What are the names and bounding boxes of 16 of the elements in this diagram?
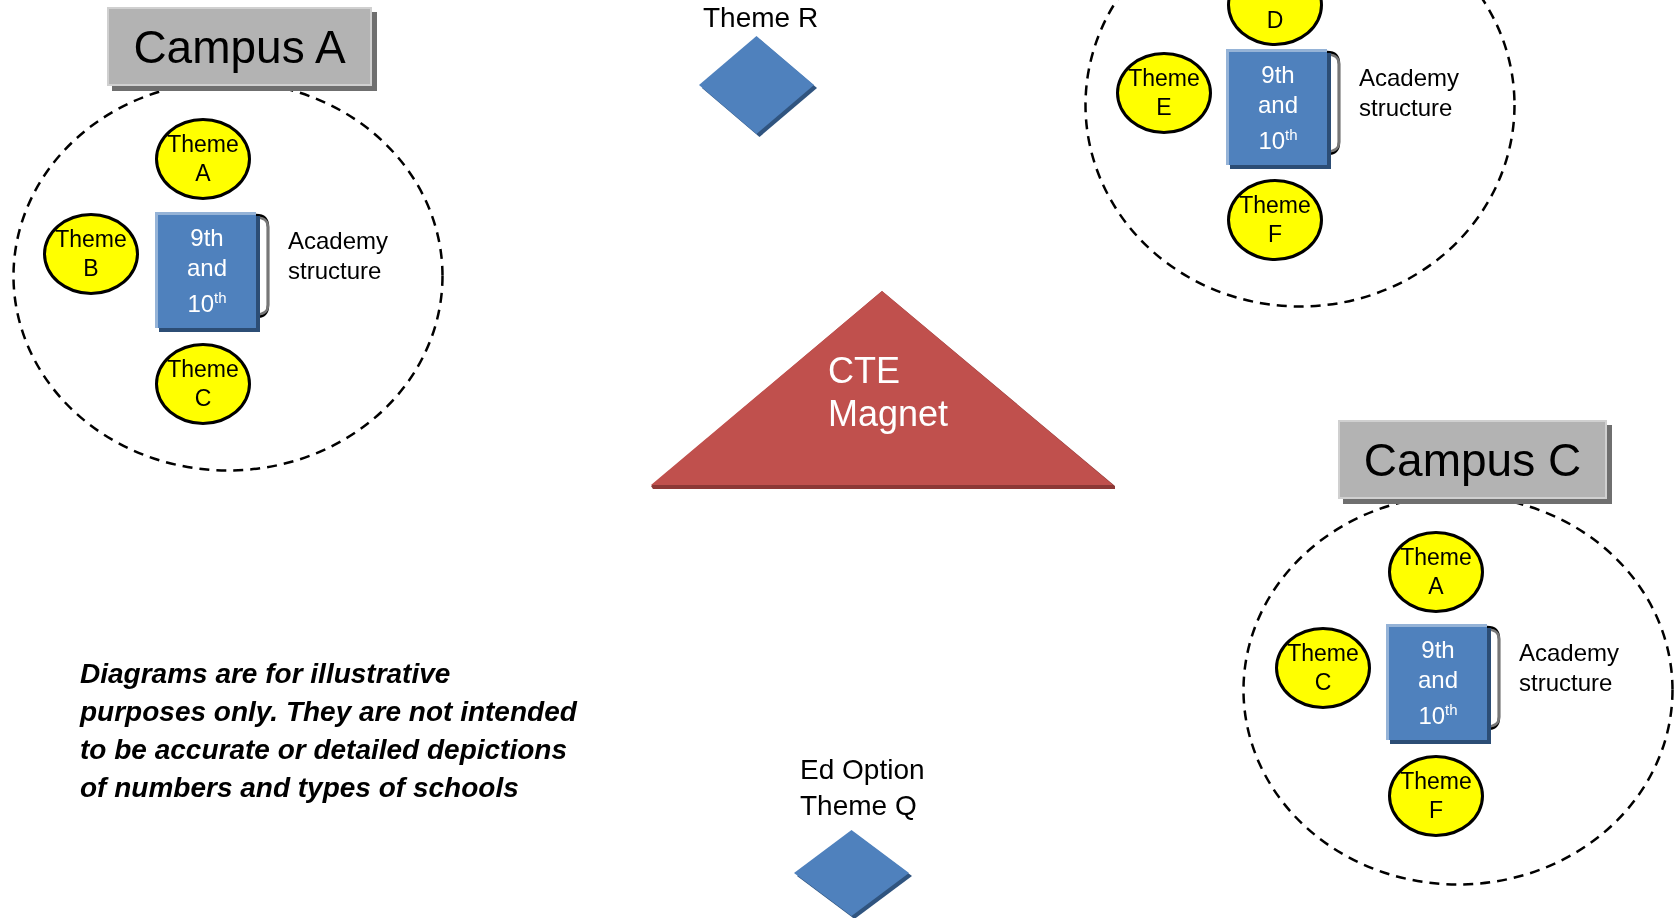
theme-ellipse: Theme F: [1388, 755, 1484, 837]
theme-ellipse: Theme F: [1227, 179, 1323, 261]
academy-label: Academy structure: [1519, 638, 1621, 698]
theme-ellipse: Theme C: [155, 343, 251, 425]
theme-ellipse: Theme B: [43, 213, 139, 295]
theme-ellipse: Theme E: [1116, 52, 1212, 134]
academy-label: Academy structure: [288, 226, 390, 286]
magnet-label: CTE Magnet: [828, 349, 950, 435]
theme-label: Theme R: [703, 1, 820, 35]
theme-ellipse: Theme A: [155, 118, 251, 200]
academy-label: Academy structure: [1359, 63, 1461, 123]
theme-ellipse: Theme C: [1275, 627, 1371, 709]
theme-ellipse: D: [1227, 0, 1323, 46]
theme-label: Ed Option Theme Q: [800, 753, 926, 823]
theme-ellipse: Theme A: [1388, 531, 1484, 613]
disclaimer-note: Diagrams are for illustrative purposes only. They are not intended to be accurate or detailed depictions of numbers and types of schools: [80, 657, 579, 805]
